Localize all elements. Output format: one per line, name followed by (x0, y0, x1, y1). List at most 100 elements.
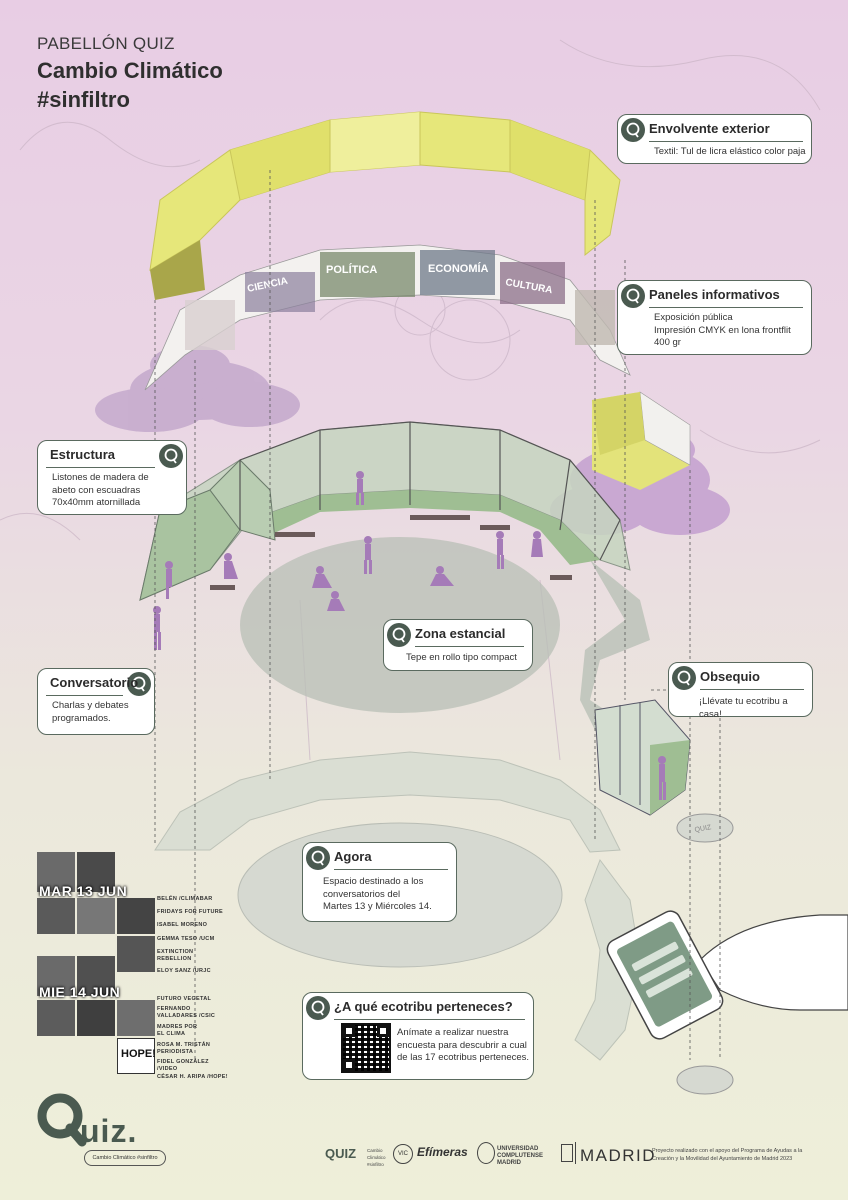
callout-divider (700, 689, 804, 690)
callout-text-line: conversatorios del (323, 888, 401, 900)
schedule-panel: MAR 13 JUN BELÉN /CLIMABAR FRIDAYS FOR F… (35, 852, 228, 1082)
callout-text-line: Impresión CMYK en lona frontflit (654, 324, 791, 336)
callout-title: Zona estancial (415, 626, 506, 641)
quiz-q-icon (159, 444, 183, 468)
envelope-layer (149, 111, 621, 300)
pavilion-subtitle: PABELLÓN QUIZ (37, 34, 175, 53)
page-title: Cambio Climático #sinfiltro (37, 56, 223, 114)
schedule-day-1: MAR 13 JUN (39, 883, 128, 899)
speaker-name: FIDEL GONZÁLEZ (157, 1059, 209, 1065)
phone-illustration (606, 910, 848, 1040)
round-seat-label: QUIZ (694, 824, 712, 834)
schedule-day-2: MIE 14 JUN (39, 984, 121, 1000)
speaker-photo (37, 898, 75, 934)
speaker-photo (37, 1000, 75, 1036)
callout-text: Tepe en rollo tipo compact (406, 652, 517, 663)
callout-zona-estancial: Zona estancial Tepe en rollo tipo compac… (383, 619, 533, 671)
callout-text-line: programados. (52, 712, 111, 724)
title-line-2: #sinfiltro (37, 87, 130, 112)
callout-divider (334, 869, 448, 870)
separator (575, 1142, 576, 1164)
callout-title: Obsequio (700, 669, 760, 684)
speaker-photo (77, 898, 115, 934)
callout-divider (334, 1019, 525, 1020)
callout-title: Envolvente exterior (649, 121, 770, 136)
speaker-name: ROSA M. TRISTÁN (157, 1042, 211, 1048)
callout-text: Textil: Tul de licra elástico color paja (654, 146, 806, 157)
callout-text-line: Espacio destinado a los (323, 876, 424, 887)
speaker-name: FERNANDO (157, 1006, 191, 1012)
callout-text-line: 70x40mm atornillada (52, 497, 141, 508)
speaker-name: EL CLIMA (157, 1031, 186, 1037)
speaker-name: BELÉN /CLIMABAR (157, 896, 213, 902)
logo-wordmark: uiz. (80, 1113, 137, 1149)
callout-text: ¡Llévate tu ecotribu a casa! (699, 696, 788, 720)
speaker-name: /VIDEO (157, 1066, 178, 1072)
quiz-q-icon (127, 672, 151, 696)
speaker-name: FRIDAYS FOR FUTURE (157, 909, 224, 915)
speaker-name: CÉSAR H. ARIPA /HOPE! (157, 1074, 228, 1080)
callout-obsequio: Obsequio ¡Llévate tu ecotribu a casa! (668, 662, 813, 720)
speaker-name: ISABEL MORENO (157, 922, 208, 928)
round-seat (676, 1065, 734, 1095)
callout-text-line: 400 gr (654, 337, 681, 348)
logo-tagline: Cambio Climático #sinfiltro (84, 1150, 166, 1166)
complutense-text: UNIVERSIDAD COMPLUTENSE MADRID (497, 1146, 544, 1166)
callout-conversatorio: Conversatorio Charlas y debates programa… (37, 668, 155, 735)
callout-text: Espacio destinado a los conversatorios d… (323, 876, 432, 914)
speaker-photo (77, 852, 115, 892)
callout-title: Estructura (50, 447, 116, 462)
speaker-name: EXTINCTION (157, 949, 194, 955)
efimeras-logo: Efímeras (417, 1145, 468, 1159)
speaker-photo (77, 1000, 115, 1036)
callout-text: Charlas y debates programados. (52, 700, 129, 725)
callout-text-line: Charlas y debates (52, 700, 129, 711)
callout-text-line: Exposición pública (654, 312, 733, 323)
tree-left (95, 345, 300, 432)
panel-label-economia: ECONOMÍA (428, 262, 489, 275)
speaker-photo (77, 956, 115, 996)
callout-title: Agora (334, 849, 372, 864)
people-figures (153, 471, 666, 800)
qr-finder (343, 1025, 355, 1037)
callout-divider (649, 307, 803, 308)
speaker-name: ELOY SANZ /URJC (157, 968, 211, 974)
qr-finder (343, 1059, 355, 1071)
speaker-name: FUTURO VEGETAL (157, 996, 212, 1002)
callout-text-line: encuesta para descubrir a cual (397, 1039, 527, 1051)
callout-text: Exposición pública Impresión CMYK en lon… (654, 312, 791, 350)
speaker-photo (117, 898, 155, 934)
callout-text-line: Anímate a realizar nuestra (397, 1027, 509, 1038)
complutense-logo (477, 1142, 495, 1164)
callout-estructura: Estructura Listones de madera de abeto c… (37, 440, 187, 515)
round-seat (676, 813, 734, 843)
title-line-1: Cambio Climático (37, 58, 223, 83)
callout-agora: Agora Espacio destinado a los conversato… (302, 842, 457, 922)
speaker-name: MADRES POR (157, 1024, 198, 1030)
speaker-photo (117, 936, 155, 972)
quiz-logo: uiz. (37, 1093, 137, 1149)
panels-layer: CIENCIA POLÍTICA ECONOMÍA CULTURA (144, 244, 631, 391)
callout-text-line: abeto con escuadras (52, 484, 141, 496)
ghost-ring-layer (154, 751, 641, 1061)
floating-panel-block (592, 391, 691, 490)
speaker-name: REBELLION (157, 956, 192, 962)
callout-envolvente: Envolvente exterior Textil: Tul de licra… (617, 114, 812, 164)
callout-ecotribu: ¿A qué ecotribu perteneces? Anímate a re… (302, 992, 534, 1080)
hope-sign: HOPE! (117, 1038, 156, 1074)
hope-sign-text: HOPE! (121, 1048, 156, 1060)
callout-title: Conversatorio (50, 675, 139, 690)
funding-credit: Proyecto realizado con el apoyo del Prog… (652, 1148, 803, 1162)
quiz-small-tagline: Cambio Climático #sinfiltro (367, 1148, 386, 1167)
speaker-photo (37, 956, 75, 996)
quiz-q-icon (387, 623, 411, 647)
callout-paneles: Paneles informativos Exposición pública … (617, 280, 812, 355)
qr-code[interactable] (341, 1023, 391, 1073)
speaker-name: PERIODISTA (157, 1049, 194, 1055)
callout-divider (415, 646, 524, 647)
callout-title: Paneles informativos (649, 287, 780, 302)
footer-logos: QUIZ Cambio Climático #sinfiltro VIC Efí… (325, 1140, 845, 1170)
structure-layer (139, 421, 631, 601)
speaker-photo (117, 1000, 155, 1036)
quiz-q-icon (306, 996, 330, 1020)
